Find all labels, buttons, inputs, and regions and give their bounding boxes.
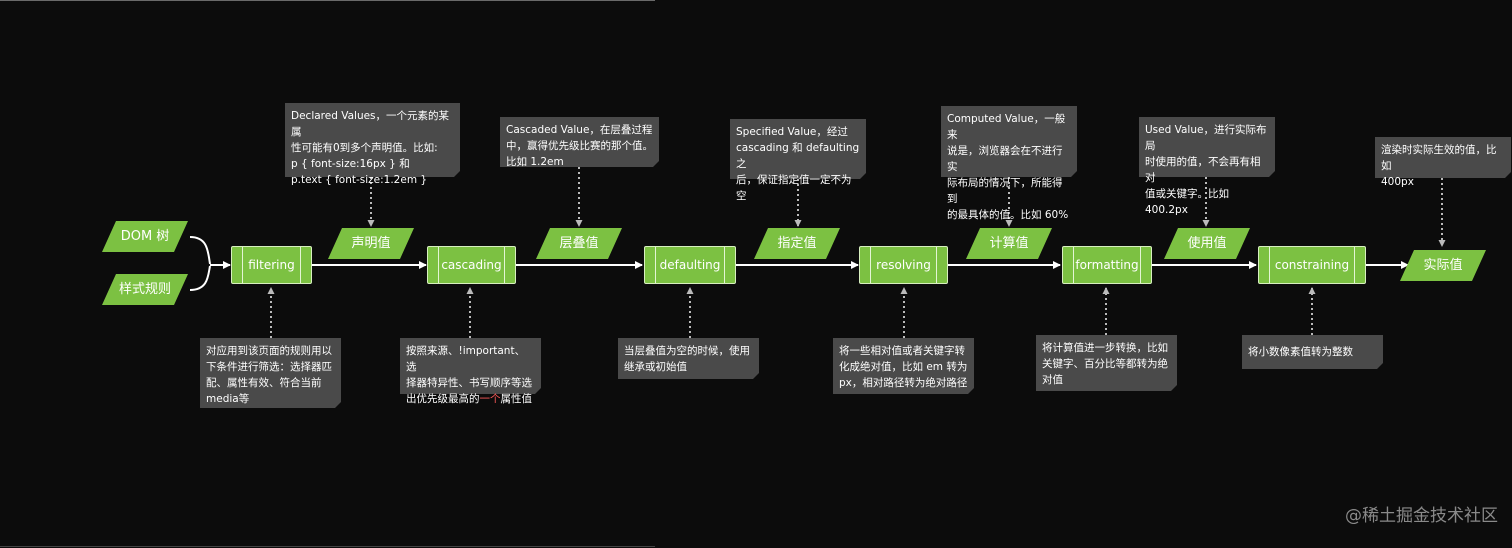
process-formatting: formatting bbox=[1062, 246, 1152, 284]
value-cascaded: 层叠值 bbox=[536, 228, 622, 259]
note-computed-value: Computed Value，一般来 说是，浏览器会在不进行实 际布局的情况下，… bbox=[941, 106, 1077, 221]
process-resolving: resolving bbox=[859, 246, 948, 284]
value-used: 使用值 bbox=[1164, 228, 1250, 259]
brace-lower bbox=[189, 265, 211, 291]
value-used-label: 使用值 bbox=[1187, 236, 1227, 251]
note-used-value: Used Value，进行实际布局 时使用的值，不会再有相对 值或关键字。比如 … bbox=[1139, 117, 1275, 216]
input-style-rules: 样式规则 bbox=[102, 274, 188, 305]
note-filtering: 对应用到该页面的规则用以 下条件进行筛选：选择器匹 配、属性有效、符合当前 me… bbox=[200, 338, 341, 408]
note-cascading: 按照来源、!important、选 择器特异性、书写顺序等选 出优先级最高的一个… bbox=[400, 338, 541, 405]
process-constraining: constraining bbox=[1258, 246, 1366, 284]
note-specified-value: Specified Value，经过 cascading 和 defaultin… bbox=[730, 119, 866, 202]
process-cascading: cascading bbox=[427, 246, 516, 284]
note-cascading-text: 按照来源、!important、选 择器特异性、书写顺序等选 出优先级最高的 bbox=[406, 345, 532, 405]
value-specified-label: 指定值 bbox=[777, 236, 817, 251]
value-computed-label: 计算值 bbox=[989, 236, 1029, 251]
process-filtering: filtering bbox=[231, 246, 312, 284]
value-actual: 实际值 bbox=[1400, 250, 1486, 281]
note-formatting: 将计算值进一步转换，比如 关键字、百分比等都转为绝 对值 bbox=[1036, 335, 1177, 391]
value-declared: 声明值 bbox=[328, 228, 414, 259]
brace-upper bbox=[189, 236, 211, 265]
bottom-divider bbox=[0, 546, 655, 547]
note-cascaded-value: Cascaded Value，在层叠过程 中，赢得优先级比赛的那个值。 比如 1… bbox=[500, 117, 659, 168]
value-actual-label: 实际值 bbox=[1423, 258, 1463, 273]
value-computed: 计算值 bbox=[966, 228, 1052, 259]
note-actual-value: 渲染时实际生效的值，比如 400px bbox=[1375, 137, 1511, 188]
note-cascading-highlight: 一个 bbox=[479, 393, 501, 405]
input-dom-tree: DOM 树 bbox=[102, 221, 188, 252]
top-divider bbox=[0, 0, 655, 1]
note-defaulting: 当层叠值为空的时候，使用 继承或初始值 bbox=[618, 338, 759, 379]
watermark: @稀土掘金技术社区 bbox=[1345, 506, 1498, 526]
value-declared-label: 声明值 bbox=[351, 236, 391, 251]
process-defaulting: defaulting bbox=[644, 246, 736, 284]
note-cascading-tail: 属性值 bbox=[500, 393, 533, 405]
note-resolving: 将一些相对值或者关键字转 化成绝对值，比如 em 转为 px，相对路径转为绝对路… bbox=[833, 338, 974, 394]
note-constraining: 将小数像素值转为整数 bbox=[1242, 335, 1383, 369]
note-declared-values: Declared Values，一个元素的某属 性可能有0到多个声明值。比如: … bbox=[285, 103, 460, 186]
value-cascaded-label: 层叠值 bbox=[559, 236, 599, 251]
value-specified: 指定值 bbox=[754, 228, 840, 259]
input-style-rules-label: 样式规则 bbox=[118, 282, 171, 297]
input-dom-tree-label: DOM 树 bbox=[120, 229, 170, 244]
